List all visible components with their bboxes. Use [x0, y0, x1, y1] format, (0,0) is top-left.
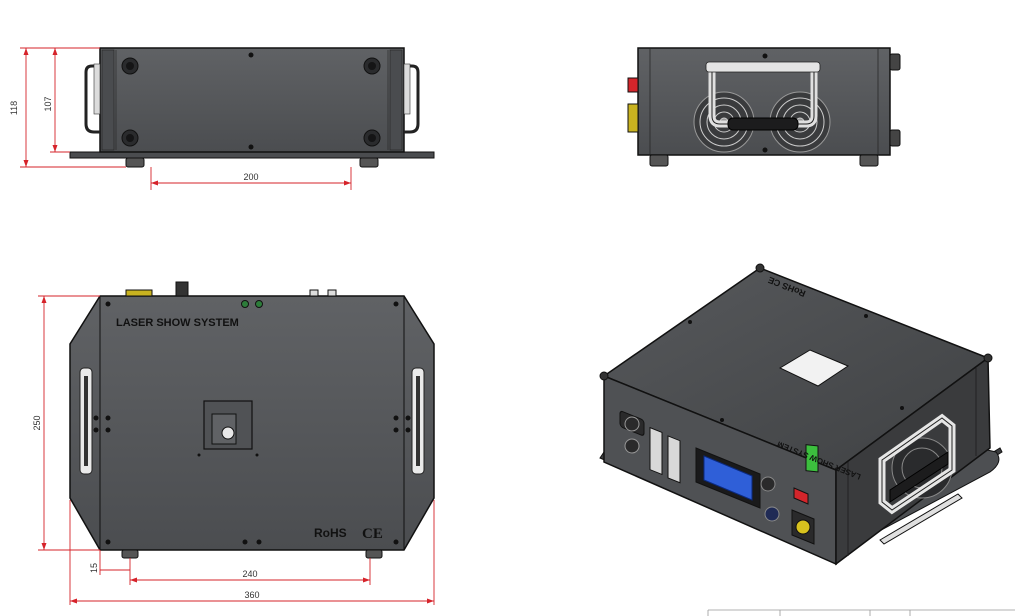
dim-front-foot-span: 200 — [243, 172, 258, 182]
dim-front-height-body: 107 — [43, 96, 53, 111]
top-view-dimensions — [38, 295, 435, 605]
dim-top-foot-offset: 15 — [89, 563, 99, 573]
isometric-view — [599, 263, 1003, 566]
iso-handle — [878, 413, 956, 515]
front-view-dimensions — [20, 47, 352, 190]
dim-top-depth: 250 — [32, 415, 42, 430]
top-view-ce: CE — [362, 526, 383, 542]
side-view — [627, 47, 901, 167]
top-view-arrows — [41, 296, 434, 604]
front-view — [69, 47, 435, 168]
dim-top-foot-span: 240 — [242, 569, 257, 579]
front-view-arrows — [23, 48, 351, 186]
title-block — [707, 609, 1015, 616]
top-view-title: LASER SHOW SYSTEM — [116, 317, 239, 329]
dim-top-width: 360 — [244, 590, 259, 600]
top-view — [69, 281, 435, 559]
dim-front-height-total: 118 — [9, 101, 19, 115]
top-view-rohs: RoHS — [314, 526, 347, 540]
